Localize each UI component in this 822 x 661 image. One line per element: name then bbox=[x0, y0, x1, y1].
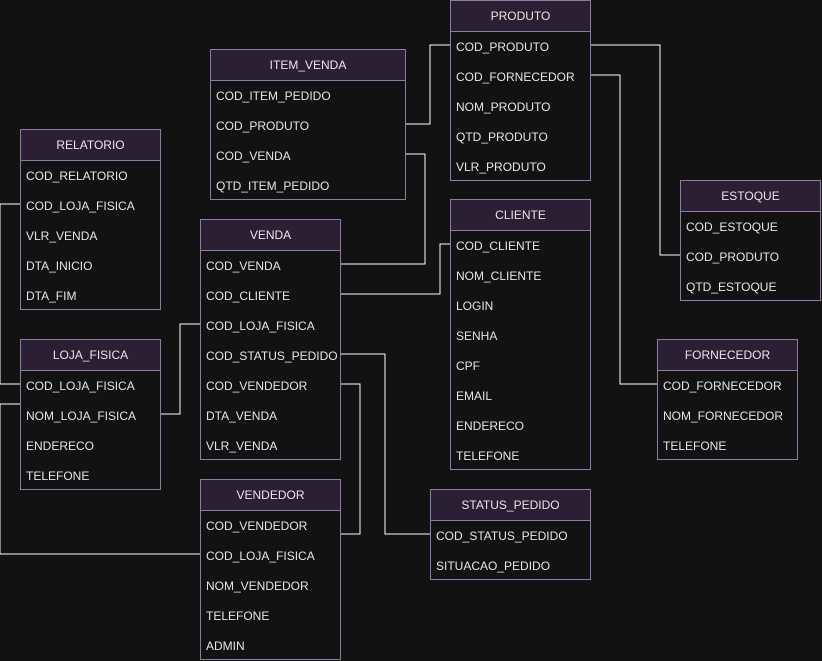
entity-field[interactable]: EMAIL bbox=[456, 389, 493, 403]
entity-vendedor[interactable]: VENDEDOR COD_VENDEDOR COD_LOJA_FISICA NOM_V… bbox=[200, 479, 341, 660]
entity-field[interactable]: VLR_PRODUTO bbox=[456, 160, 546, 174]
entity-field[interactable]: CPF bbox=[456, 359, 480, 373]
connector-venda-cliente bbox=[341, 243, 451, 295]
entity-field[interactable]: COD_ITEM_PEDIDO bbox=[216, 89, 331, 103]
entity-field[interactable]: COD_STATUS_PEDIDO bbox=[206, 349, 338, 363]
entity-field[interactable]: COD_STATUS_PEDIDO bbox=[436, 529, 568, 543]
entity-field[interactable]: COD_LOJA_FISICA bbox=[206, 319, 315, 333]
entity-field[interactable]: NOM_VENDEDOR bbox=[206, 579, 309, 593]
entity-field[interactable]: NOM_LOJA_FISICA bbox=[26, 409, 137, 423]
entity-field[interactable]: VLR_VENDA bbox=[26, 229, 98, 243]
entity-field[interactable]: COD_LOJA_FISICA bbox=[26, 379, 135, 393]
connector-item-venda-produto bbox=[406, 44, 451, 125]
entity-title: FORNECEDOR bbox=[658, 340, 797, 371]
entity-field[interactable]: SENHA bbox=[456, 329, 498, 343]
entity-field[interactable]: COD_ESTOQUE bbox=[686, 220, 778, 234]
connector-venda-status-pedido bbox=[341, 353, 431, 535]
entity-loja-fisica[interactable]: LOJA_FISICA COD_LOJA_FISICA NOM_LOJA_FISIC… bbox=[20, 339, 161, 490]
entity-field[interactable]: DTA_VENDA bbox=[206, 409, 278, 423]
entity-fornecedor[interactable]: FORNECEDOR COD_FORNECEDOR NOM_FORNECEDOR TE… bbox=[657, 339, 798, 460]
entity-field[interactable]: COD_VENDEDOR bbox=[206, 519, 308, 533]
connector-venda-loja-fisica bbox=[161, 323, 201, 415]
entity-field[interactable]: ENDERECO bbox=[26, 439, 95, 453]
entity-field[interactable]: COD_FORNECEDOR bbox=[663, 379, 782, 393]
entity-estoque[interactable]: ESTOQUE COD_ESTOQUE COD_PRODUTO QTD_ESTOQUE bbox=[680, 180, 821, 301]
entity-field[interactable]: TELEFONE bbox=[663, 439, 727, 453]
entity-field[interactable]: COD_RELATORIO bbox=[26, 169, 128, 183]
connector-relatorio-loja-fisica bbox=[0, 203, 21, 385]
entity-field[interactable]: DTA_FIM bbox=[26, 289, 77, 303]
entity-field[interactable]: ADMIN bbox=[206, 639, 245, 653]
entity-field[interactable]: QTD_PRODUTO bbox=[456, 130, 548, 144]
entity-field[interactable]: COD_CLIENTE bbox=[456, 239, 541, 253]
entity-field[interactable]: QTD_ITEM_PEDIDO bbox=[216, 179, 330, 193]
entity-venda[interactable]: VENDA COD_VENDA COD_CLIENTE COD_LOJA_FISICA… bbox=[200, 219, 341, 460]
entity-title: CLIENTE bbox=[451, 200, 590, 231]
entity-field[interactable]: COD_LOJA_FISICA bbox=[26, 199, 135, 213]
entity-title: ESTOQUE bbox=[681, 181, 820, 212]
entity-field[interactable]: NOM_FORNECEDOR bbox=[663, 409, 784, 423]
entity-field[interactable]: LOGIN bbox=[456, 299, 494, 313]
entity-field[interactable]: TELEFONE bbox=[206, 609, 270, 623]
entity-field[interactable]: COD_PRODUTO bbox=[456, 40, 550, 54]
entity-title: VENDEDOR bbox=[201, 480, 340, 511]
connector-venda-vendedor bbox=[341, 383, 361, 535]
entity-item-venda[interactable]: ITEM_VENDA COD_ITEM_PEDIDO COD_PRODUTO COD_… bbox=[210, 49, 406, 200]
entity-title: STATUS_PEDIDO bbox=[431, 490, 590, 521]
entity-field[interactable]: ENDERECO bbox=[456, 419, 525, 433]
entity-field[interactable]: VLR_VENDA bbox=[206, 439, 278, 453]
entity-status-pedido[interactable]: STATUS_PEDIDO COD_STATUS_PEDIDO SITUACAO_P… bbox=[430, 489, 591, 580]
connector-produto-estoque bbox=[590, 44, 681, 256]
entity-field[interactable]: COD_VENDA bbox=[206, 259, 281, 273]
entity-field[interactable]: NOM_CLIENTE bbox=[456, 269, 542, 283]
entity-field[interactable]: TELEFONE bbox=[456, 449, 520, 463]
entity-title: LOJA_FISICA bbox=[21, 340, 160, 371]
entity-field[interactable]: QTD_ESTOQUE bbox=[686, 280, 777, 294]
entity-title: VENDA bbox=[201, 220, 340, 251]
entity-field[interactable]: COD_VENDEDOR bbox=[206, 379, 308, 393]
entity-title: RELATORIO bbox=[21, 130, 160, 161]
entity-title: PRODUTO bbox=[451, 1, 590, 32]
entity-field[interactable]: NOM_PRODUTO bbox=[456, 100, 551, 114]
entity-field[interactable]: COD_LOJA_FISICA bbox=[206, 549, 315, 563]
entity-field[interactable]: COD_PRODUTO bbox=[686, 250, 780, 264]
entity-field[interactable]: COD_VENDA bbox=[216, 149, 291, 163]
entity-field[interactable]: COD_PRODUTO bbox=[216, 119, 310, 133]
connector-produto-fornecedor bbox=[590, 74, 658, 385]
entity-cliente[interactable]: CLIENTE COD_CLIENTE NOM_CLIENTE LOGIN SENHA C… bbox=[450, 199, 591, 470]
entity-produto[interactable]: PRODUTO COD_PRODUTO COD_FORNECEDOR NOM_PROD… bbox=[450, 0, 591, 181]
entity-relatorio[interactable]: RELATORIO COD_RELATORIO COD_LOJA_FISICA VLR… bbox=[20, 129, 161, 310]
entity-title: ITEM_VENDA bbox=[211, 50, 405, 81]
entity-field[interactable]: SITUACAO_PEDIDO bbox=[436, 559, 551, 573]
entity-field[interactable]: COD_CLIENTE bbox=[206, 289, 291, 303]
entity-field[interactable]: DTA_INICIO bbox=[26, 259, 93, 273]
entity-field[interactable]: COD_FORNECEDOR bbox=[456, 70, 575, 84]
entity-field[interactable]: TELEFONE bbox=[26, 469, 90, 483]
